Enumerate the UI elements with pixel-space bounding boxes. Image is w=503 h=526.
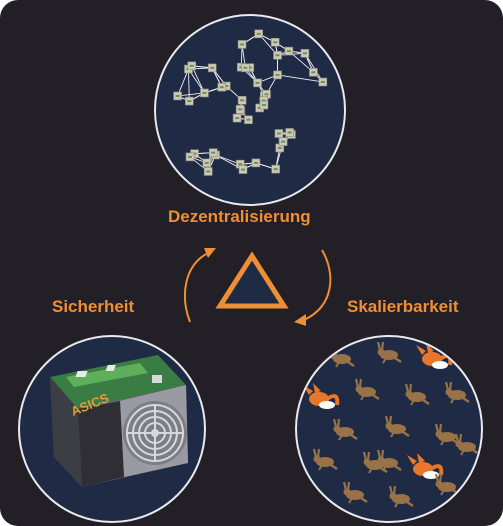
network-circle: [154, 14, 346, 206]
label-dezentralisierung: Dezentralisierung: [168, 207, 311, 226]
fox-hare-pattern-icon: [303, 341, 480, 508]
pattern-circle: [295, 335, 483, 523]
label-sicherheit: Sicherheit: [52, 297, 135, 316]
label-skalierbarkeit: Skalierbarkeit: [347, 297, 459, 316]
asic-miner-icon: [50, 355, 188, 487]
cycle-arrows-icon: [183, 248, 332, 326]
asic-circle: ASICS: [18, 335, 206, 523]
network-graph-icon: [173, 29, 328, 176]
triangle-icon: [215, 251, 289, 309]
